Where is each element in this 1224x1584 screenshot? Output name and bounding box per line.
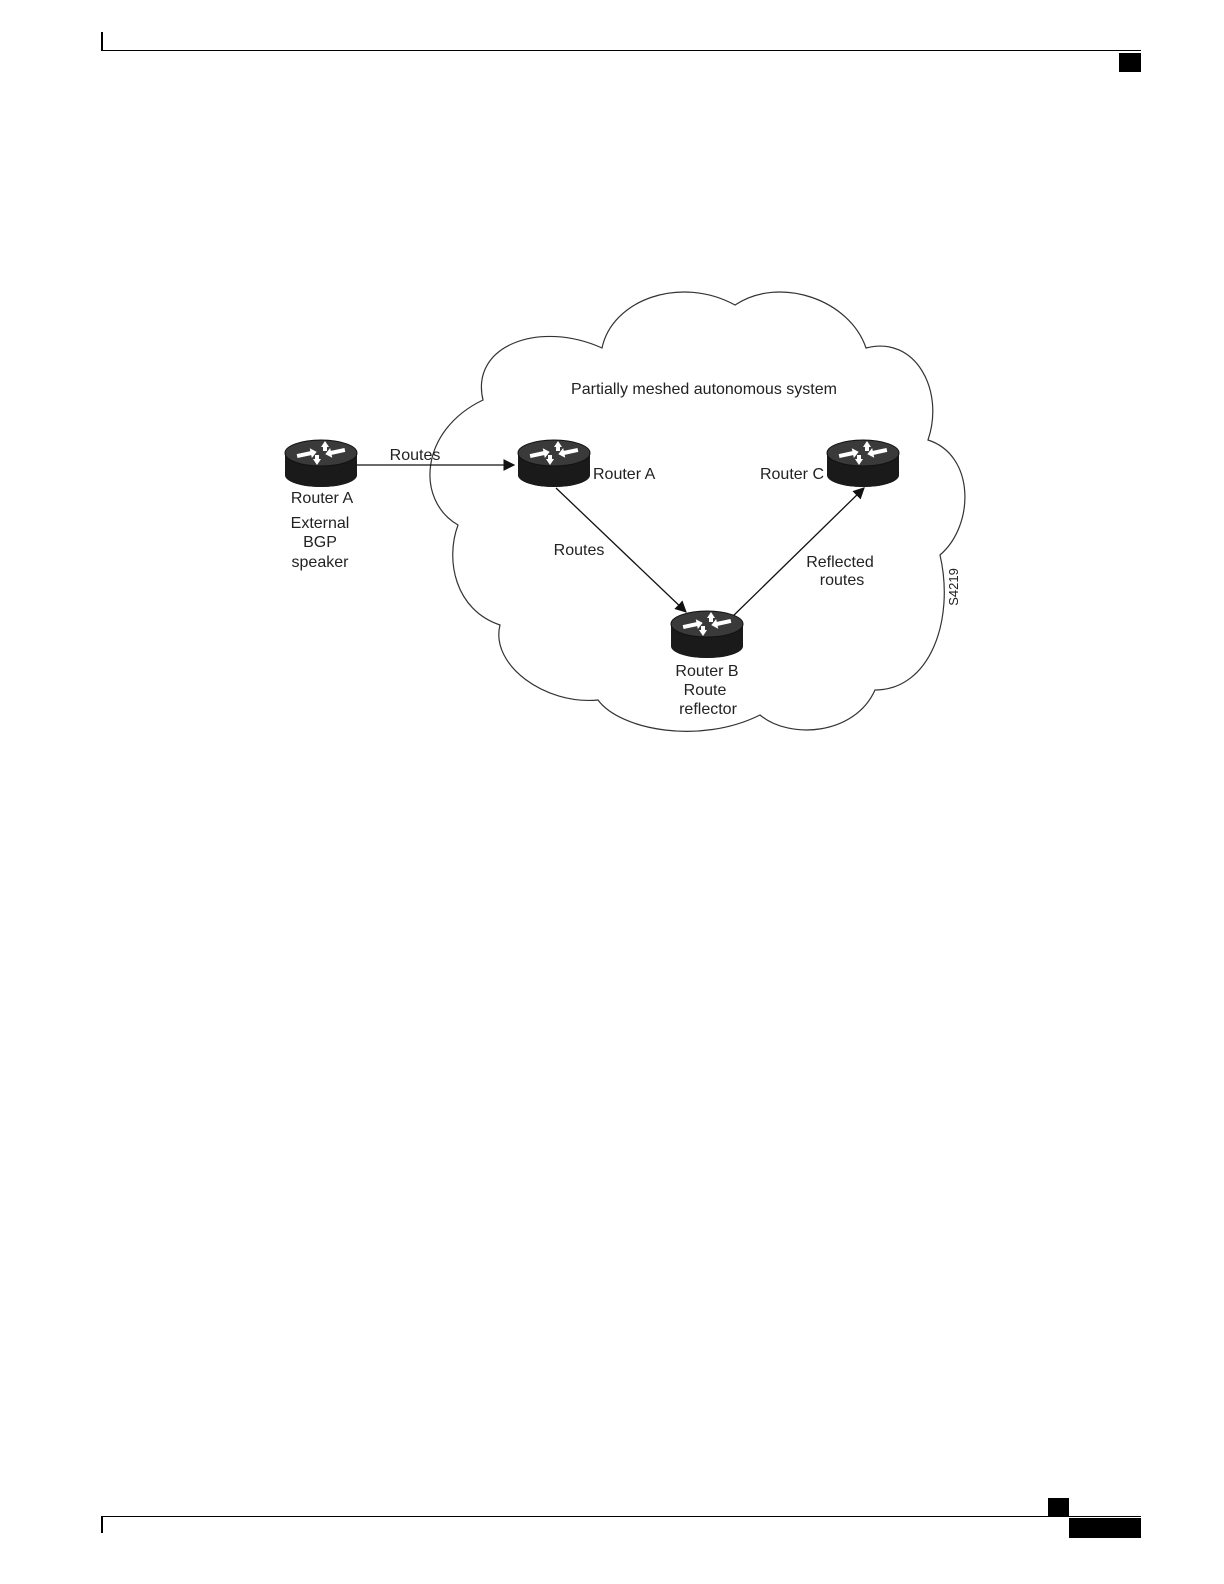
edge-router-b-to-router-c xyxy=(731,488,864,618)
figure-id: S4219 xyxy=(946,568,961,606)
edge-label-a-to-b: Routes xyxy=(554,542,605,559)
external-router-desc-2: BGP xyxy=(303,534,337,551)
edge-label-b-to-c-2: routes xyxy=(820,572,864,589)
footer-block-small xyxy=(1048,1498,1069,1516)
external-router-desc-3: speaker xyxy=(292,554,350,571)
footer-tick xyxy=(101,1516,103,1533)
footer-rule xyxy=(101,1516,1141,1517)
external-router-icon xyxy=(285,440,357,487)
router-c-icon xyxy=(827,440,899,487)
router-a-icon xyxy=(518,440,590,487)
router-c-name: Router C xyxy=(760,466,824,483)
edge-label-external-to-a: Routes xyxy=(390,447,441,464)
router-b-icon xyxy=(671,611,743,658)
router-b-name: Router B xyxy=(675,663,738,680)
router-b-desc-2: reflector xyxy=(679,701,737,718)
external-router-desc-1: External xyxy=(291,515,350,532)
cloud-label: Partially meshed autonomous system xyxy=(571,381,837,398)
router-a-name: Router A xyxy=(593,466,656,483)
footer-block-large xyxy=(1069,1518,1141,1538)
external-router-name: Router A xyxy=(291,490,354,507)
router-b-desc-1: Route xyxy=(684,682,727,699)
edge-label-b-to-c-1: Reflected xyxy=(806,554,874,571)
